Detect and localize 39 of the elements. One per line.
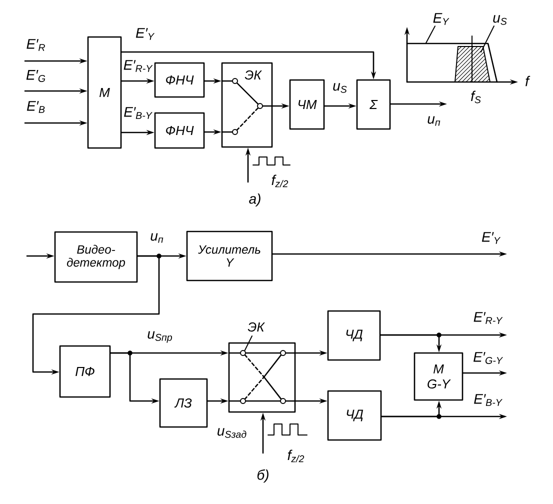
signal-label: E′$_{R-Y}$ [472,311,504,325]
leader-line [426,26,436,44]
video-detector-box: Видео- детектор [54,231,138,283]
frequency-detector-box: ЧД [327,310,381,361]
signal-label: u$_{Sзад}$ [216,427,248,439]
signal-label: u$_{п}$ [426,115,442,127]
spectrum-label: u$_{S}$ [493,15,507,25]
signal-label: E′$_{G-Y}$ [472,351,504,365]
matrix-box: М G-Y [414,352,464,401]
matrix-box: М [87,36,122,149]
panel-label: б) [257,469,268,483]
signal-label: E′$_{G}$ [24,69,48,83]
signal-label: E′$_{Y}$ [134,27,156,41]
low-pass-filter-box: ФНЧ [154,62,205,98]
frequency-modulator-box: ЧМ [289,79,325,130]
signal-label: E′$_{B-Y}$ [122,106,154,120]
signal-label: E′$_{B-Y}$ [472,393,504,407]
signal-label: E′$_{R-Y}$ [122,59,154,73]
signal-label: E′$_{R}$ [25,38,47,52]
panel-label: а) [249,193,260,207]
signal-label: u$_{Sпр}$ [146,330,174,344]
signal-label: u$_{S}$ [332,82,348,94]
signal-label: E′$_{Y}$ [480,231,502,245]
signal-label: E′$_{B}$ [26,100,46,114]
leader-line [480,26,494,52]
adder-box: Σ [356,79,391,130]
node-label: ЭК [248,322,265,332]
electronic-switch-box: ЭК [221,62,273,148]
low-pass-filter-box: ФНЧ [154,112,205,149]
spectrum-label: E$_{Y}$ [433,13,450,25]
signal-label: f$_{z/2}$ [286,448,306,464]
band-pass-filter-box: ПФ [59,345,111,398]
frequency-label: f$_{S}$ [471,90,481,104]
frequency-detector-box: ЧД [327,390,382,441]
electronic-switch-box: ЭК [228,322,296,413]
signal-label: u$_{п}$ [149,232,165,244]
amplifier-box: Усилитель Y [186,230,273,282]
axis-label: f [526,76,530,86]
signal-label: f$_{z/2}$ [270,174,290,188]
